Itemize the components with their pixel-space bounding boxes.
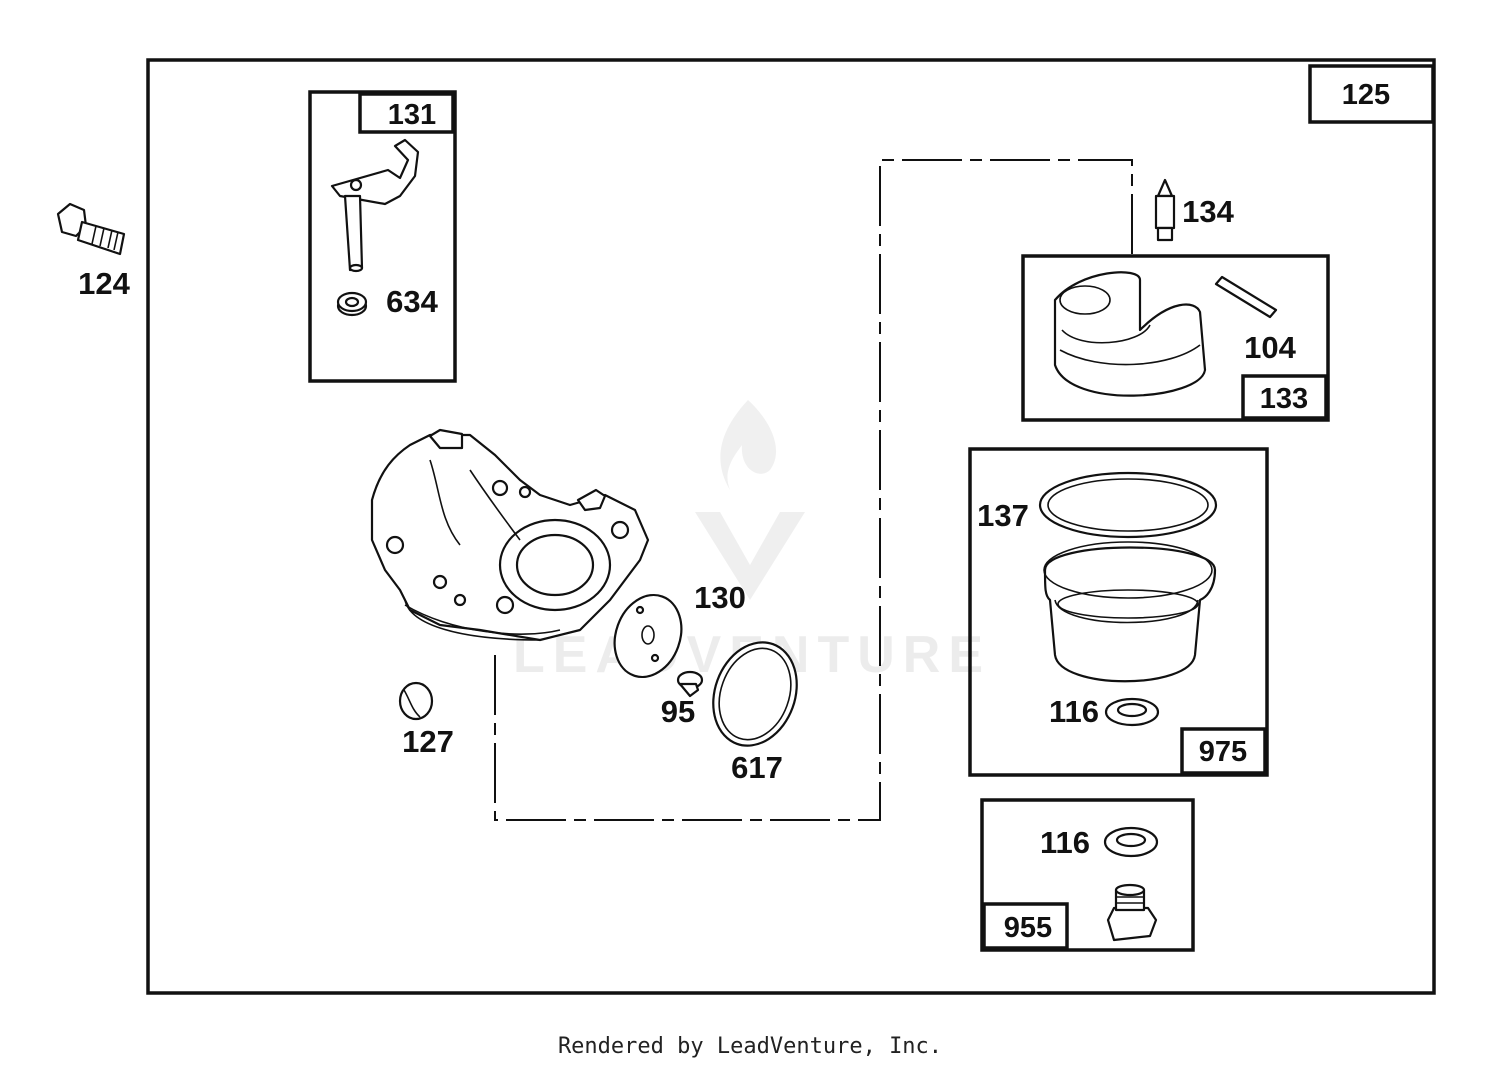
label-130: 130 <box>694 580 746 615</box>
kit-125-frame <box>146 58 1436 995</box>
kit-133-number: 133 <box>1260 383 1308 415</box>
kit-955-number: 955 <box>1004 912 1052 944</box>
rendered-by-footer: Rendered by LeadVenture, Inc. <box>557 1034 943 1059</box>
needle-134[interactable]: 134 <box>1154 178 1235 242</box>
kit-133[interactable]: 133 104 <box>1021 254 1330 422</box>
float-pin-104 <box>1214 275 1278 319</box>
float-part <box>1053 271 1207 397</box>
dashed-callout-line <box>494 159 1133 821</box>
label-127: 127 <box>402 724 454 759</box>
label-95: 95 <box>661 694 695 729</box>
label-617: 617 <box>731 750 783 785</box>
label-634: 634 <box>386 284 438 319</box>
label-134: 134 <box>1182 194 1234 229</box>
washer-116-kit955 <box>1103 826 1159 858</box>
kit-125-number: 125 <box>1342 79 1390 111</box>
welch-plug-127[interactable]: 127 <box>398 681 454 759</box>
carburetor-body[interactable] <box>370 428 650 642</box>
kit-131[interactable]: 131 634 <box>308 90 457 383</box>
bowl-gasket-137 <box>1038 471 1218 539</box>
label-116-a: 116 <box>1049 694 1099 729</box>
drain-screw-part <box>1106 883 1158 942</box>
seal-634 <box>336 291 368 317</box>
label-124: 124 <box>78 266 130 301</box>
washer-116-kit975 <box>1104 697 1160 727</box>
kit-125-tag[interactable]: 125 <box>1308 64 1435 124</box>
label-137: 137 <box>977 498 1029 533</box>
bolt-124[interactable]: 124 <box>56 202 131 301</box>
throttle-plate-130[interactable]: 130 <box>604 580 746 686</box>
label-116-b: 116 <box>1040 825 1090 860</box>
float-bowl-part <box>1043 541 1217 683</box>
kit-131-number: 131 <box>388 99 436 131</box>
kit-975-number: 975 <box>1199 736 1247 768</box>
kit-955[interactable]: 955 116 <box>980 798 1195 952</box>
throttle-shaft-part <box>330 138 420 273</box>
kit-975[interactable]: 975 137 116 <box>968 447 1269 777</box>
label-104: 104 <box>1244 330 1296 365</box>
screw-95[interactable]: 95 <box>661 670 704 729</box>
o-ring-617[interactable]: 617 <box>699 631 810 785</box>
